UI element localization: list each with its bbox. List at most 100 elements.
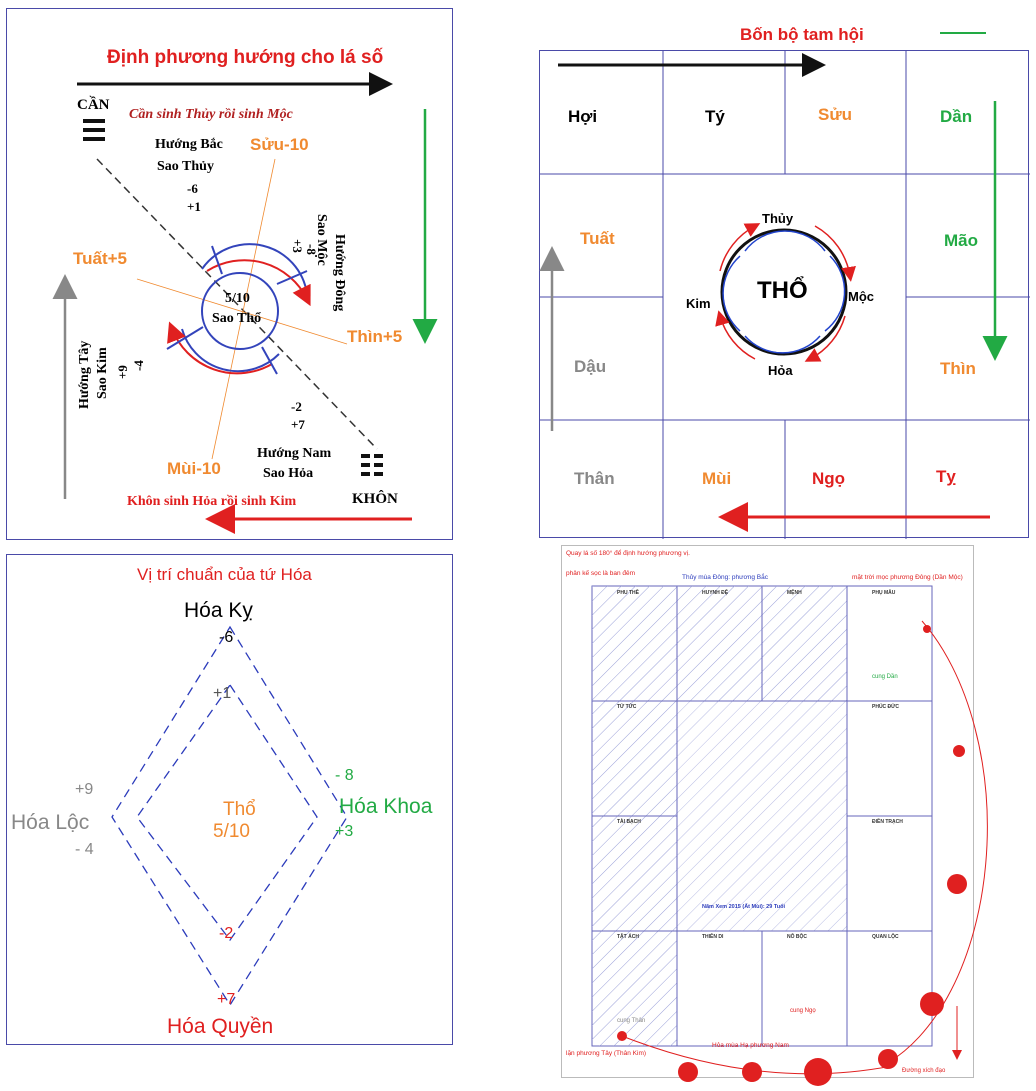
tamhoi-panel: Bốn bộ tam hội Hợi Tý Sửu Dần Tuất Mão D… (539, 25, 1030, 539)
hoa-quyen-outer: +7 (217, 991, 236, 1008)
cell-thin: Thìn (940, 359, 976, 378)
cell-than: Thân (574, 469, 615, 488)
directions-panel: Định phương hướng cho lá số CẦN Cần sinh… (6, 8, 453, 540)
hoa-quyen-label: Hóa Quyền (167, 1015, 274, 1038)
tamhoi-grid-drawing (539, 32, 1030, 539)
can-label: CẦN (77, 97, 110, 113)
tuat-label: Tuất+5 (73, 249, 128, 268)
element-moc: Mộc (848, 289, 874, 304)
north-direction: Hướng Bắc (155, 137, 223, 152)
hoa-loc-inner: - 4 (75, 841, 94, 858)
khon-sinh-label: Khôn sinh Hỏa rồi sinh Kim (127, 494, 297, 509)
element-kim: Kim (686, 296, 711, 311)
house-phu-mau: PHỤ MẪU (872, 590, 896, 596)
chart-equator: Đường xích đạo (902, 1068, 946, 1074)
south-num-2: +7 (291, 417, 305, 432)
west-num-1: +9 (115, 365, 130, 379)
east-direction: Hướng Đông (332, 234, 347, 312)
west-num-2: -4 (131, 360, 146, 371)
hoa-ky-outer: -6 (219, 629, 234, 646)
chart-east: mặt trời mọc phương Đông (Dần Mộc) (852, 574, 963, 581)
thin-label: Thìn+5 (347, 327, 403, 346)
center-star: Sao Thổ (212, 311, 262, 326)
chart-panel: Quay lá số 180° để định hướng phương vị.… (561, 545, 988, 1086)
tho-circle (720, 228, 848, 356)
element-hoa: Hỏa (768, 363, 793, 378)
tamhoi-title: Bốn bộ tam hội (740, 25, 864, 44)
tuhoa-title: Vị trí chuẩn của tứ Hóa (137, 565, 312, 584)
tuhoa-panel: Vị trí chuẩn của tứ Hóa Hóa Kỵ -6 +1 +9 … (6, 554, 453, 1045)
house-quan-loc: QUAN LỘC (872, 934, 899, 940)
center-circle (201, 272, 279, 350)
khon-trigram (361, 454, 383, 476)
cell-hoi: Hợi (568, 107, 598, 126)
hoa-quyen-inner: -2 (219, 925, 234, 942)
cung-ngo: cung Ngọ (790, 1008, 816, 1014)
directions-title: Định phương hướng cho lá số (107, 47, 384, 68)
hoa-loc-label: Hóa Lộc (11, 811, 90, 834)
south-num-1: -2 (291, 399, 302, 414)
tuhoa-diamond-drawing (111, 625, 348, 1007)
house-huynh-de: HUYNH ĐỆ (702, 590, 729, 596)
directions-drawing (52, 72, 438, 534)
suu-mui-axis (211, 158, 276, 460)
tho-center-label: THỔ (757, 277, 808, 304)
house-tu-tuc: TỬ TỨC (617, 704, 637, 710)
house-dien-trach: ĐIỀN TRẠCH (872, 819, 903, 825)
cell-mao: Mão (944, 231, 978, 250)
north-num-1: -6 (187, 181, 198, 196)
cell-ty-snake: Tỵ (936, 467, 956, 486)
house-thien-di: THIÊN DI (702, 934, 724, 940)
chart-north: Thủy mùa Đông: phương Bắc (682, 574, 768, 581)
khon-label: KHÔN (352, 491, 398, 507)
east-num-1: -8 (304, 244, 319, 255)
hoa-khoa-inner: +3 (335, 823, 354, 840)
can-khon-axis (96, 158, 378, 450)
cell-ngo: Ngọ (812, 469, 846, 488)
house-phuc-duc: PHÚC ĐỨC (872, 704, 899, 710)
hoa-loc-outer: +9 (75, 781, 94, 798)
can-sinh-label: Cần sinh Thủy rồi sinh Mộc (129, 107, 293, 122)
north-star: Sao Thủy (157, 159, 214, 174)
mui-label: Mùi-10 (167, 459, 221, 478)
cell-suu: Sửu (818, 105, 853, 124)
north-num-2: +1 (187, 199, 201, 214)
suu-label: Sửu-10 (250, 135, 309, 154)
hoa-khoa-label: Hóa Khoa (339, 795, 433, 818)
chart-year: Năm Xem 2015 (Ất Mùi): 29 Tuổi (702, 904, 786, 910)
south-star: Sao Hỏa (263, 466, 314, 481)
house-tat-ach: TẬT ÁCH (617, 934, 639, 940)
cell-ty-rat: Tý (705, 107, 725, 126)
chart-note-top: Quay lá số 180° để định hướng phương vị. (566, 550, 690, 557)
inner-diamond (136, 683, 318, 942)
house-no-boc: NÔ BỘC (787, 934, 807, 940)
tuat-thin-axis (136, 278, 348, 345)
house-phu-the: PHU THÊ (617, 590, 639, 596)
hoa-khoa-outer: - 8 (335, 767, 354, 784)
tho-number: 5/10 (213, 821, 250, 842)
house-tai-bach: TÀI BẠCH (617, 819, 641, 825)
element-thuy: Thủy (762, 211, 794, 226)
south-direction: Hướng Nam (257, 446, 332, 461)
east-num-2: +3 (290, 239, 305, 253)
cung-dan: cung Dần (872, 674, 898, 680)
house-menh: MỆNH (787, 590, 802, 596)
can-trigram (83, 119, 105, 141)
cell-tuat: Tuất (580, 229, 615, 248)
hoa-ky-label: Hóa Kỵ (184, 599, 253, 622)
center-number: 5/10 (225, 291, 250, 306)
hoa-ky-inner: +1 (213, 685, 232, 702)
chart-west: lặn phương Tây (Thân Kim) (566, 1050, 647, 1057)
cung-than: cung Thân (617, 1018, 646, 1024)
cell-dan: Dần (940, 107, 973, 126)
cell-mui: Mùi (702, 469, 732, 488)
cell-dau: Dậu (574, 357, 607, 376)
east-star: Sao Mộc (314, 214, 329, 266)
west-star: Sao Kim (95, 347, 110, 399)
chart-south: Hỏa mùa Hạ phương Nam (712, 1042, 789, 1049)
chart-drawing (591, 585, 988, 1086)
tho-label: Thổ (223, 799, 256, 820)
west-direction: Hướng Tây (77, 340, 92, 409)
outer-diamond (111, 625, 348, 1007)
chart-note-left: phân kế sọc là ban đêm (566, 570, 636, 577)
